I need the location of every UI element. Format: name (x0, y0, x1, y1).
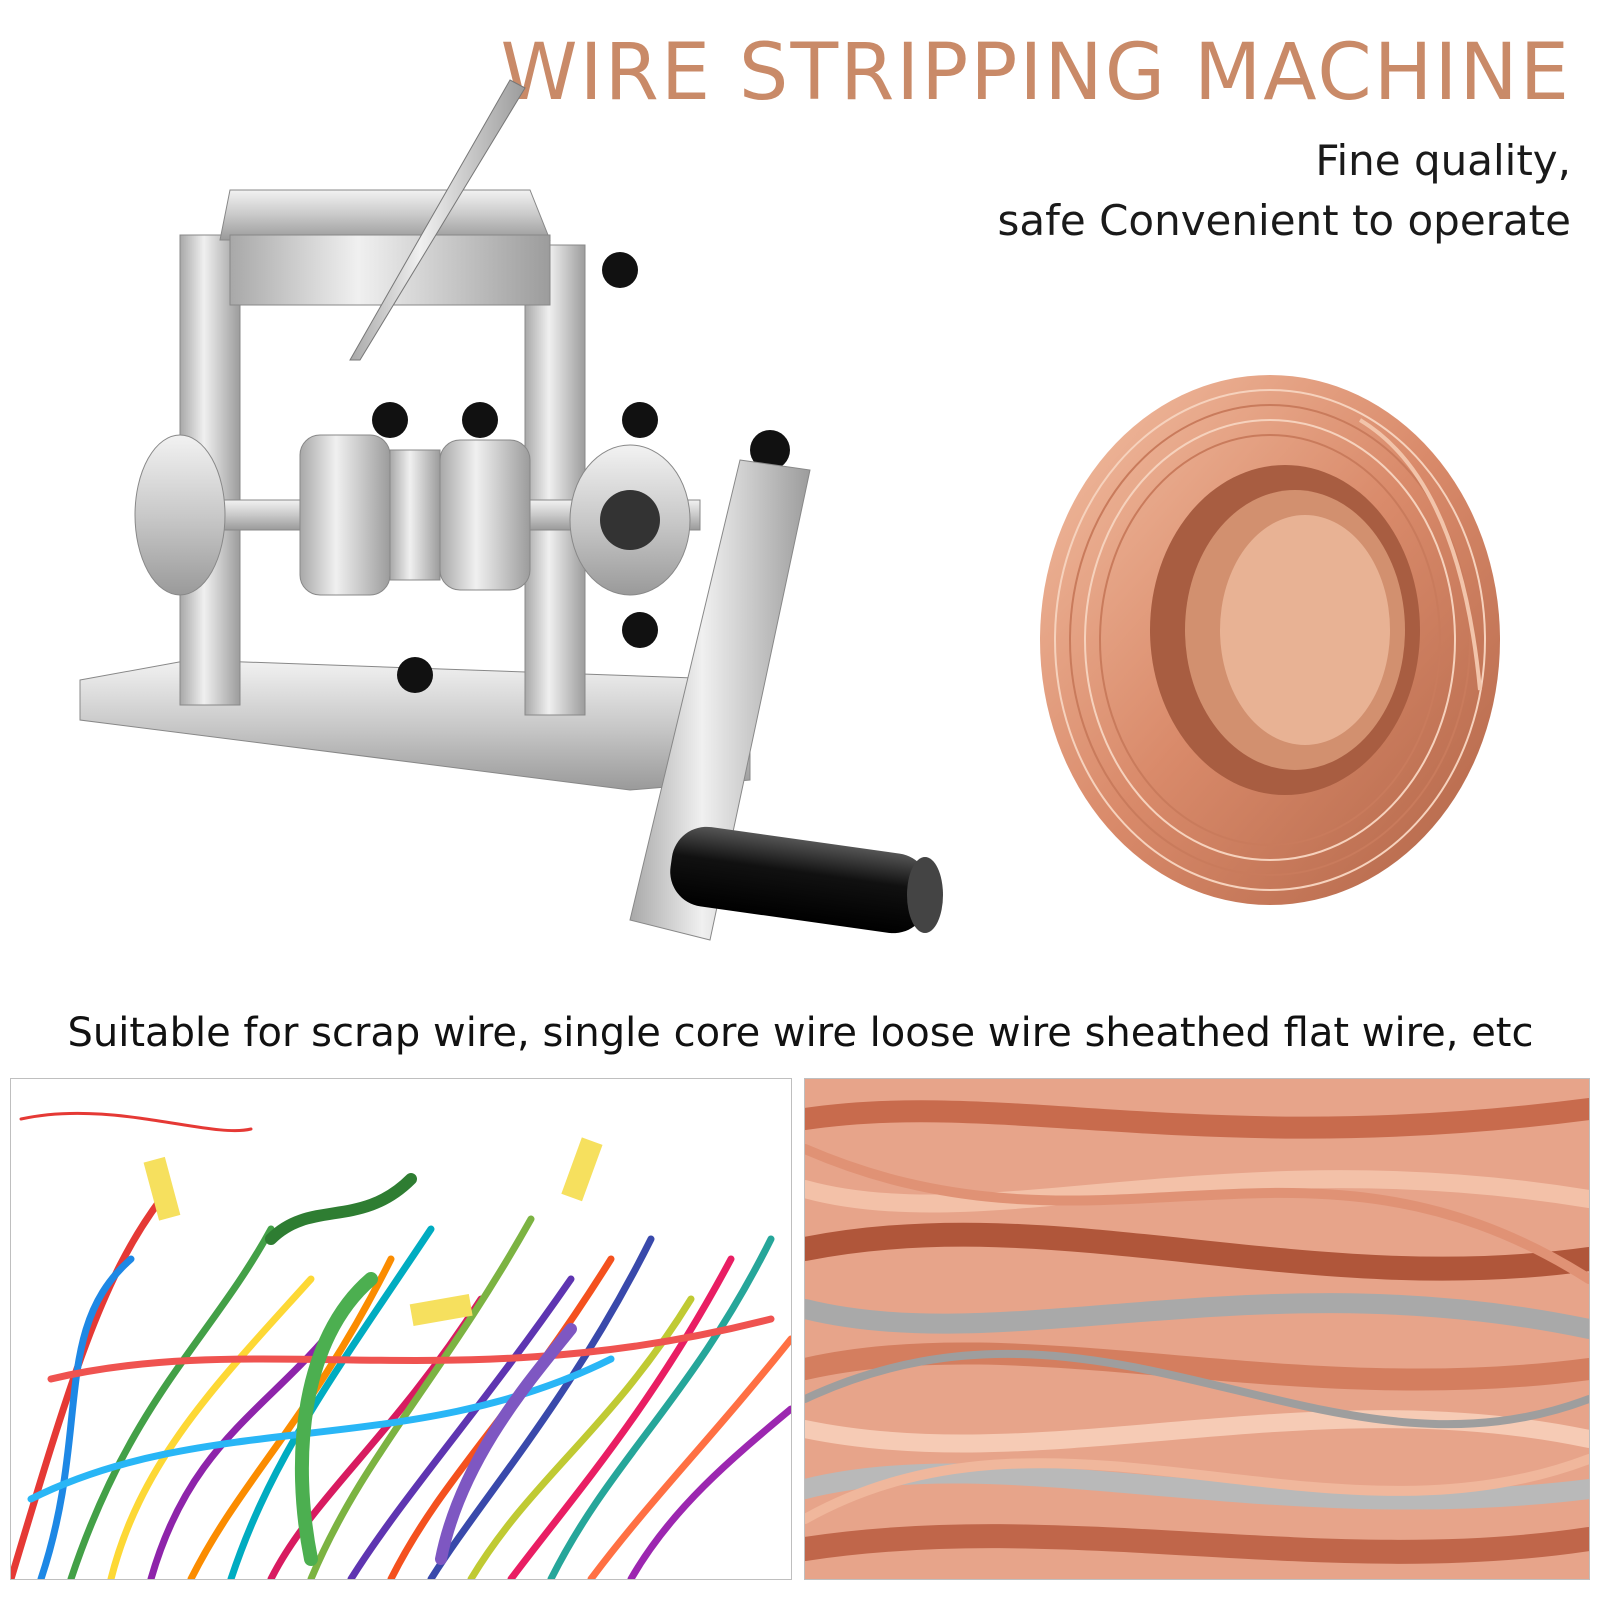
page-title: WIRE STRIPPING MACHINE (500, 28, 1571, 118)
subtitle-line-2: safe Convenient to operate (997, 196, 1571, 245)
subtitle-line-1: Fine quality, (1315, 136, 1571, 185)
copper-strands-photo (804, 1078, 1590, 1580)
wire-stripping-machine-image (79, 79, 943, 941)
suitability-caption: Suitable for scrap wire, single core wir… (67, 1010, 1534, 1056)
copper-coil-image (1040, 375, 1500, 905)
scrap-wire-photo (10, 1078, 792, 1580)
